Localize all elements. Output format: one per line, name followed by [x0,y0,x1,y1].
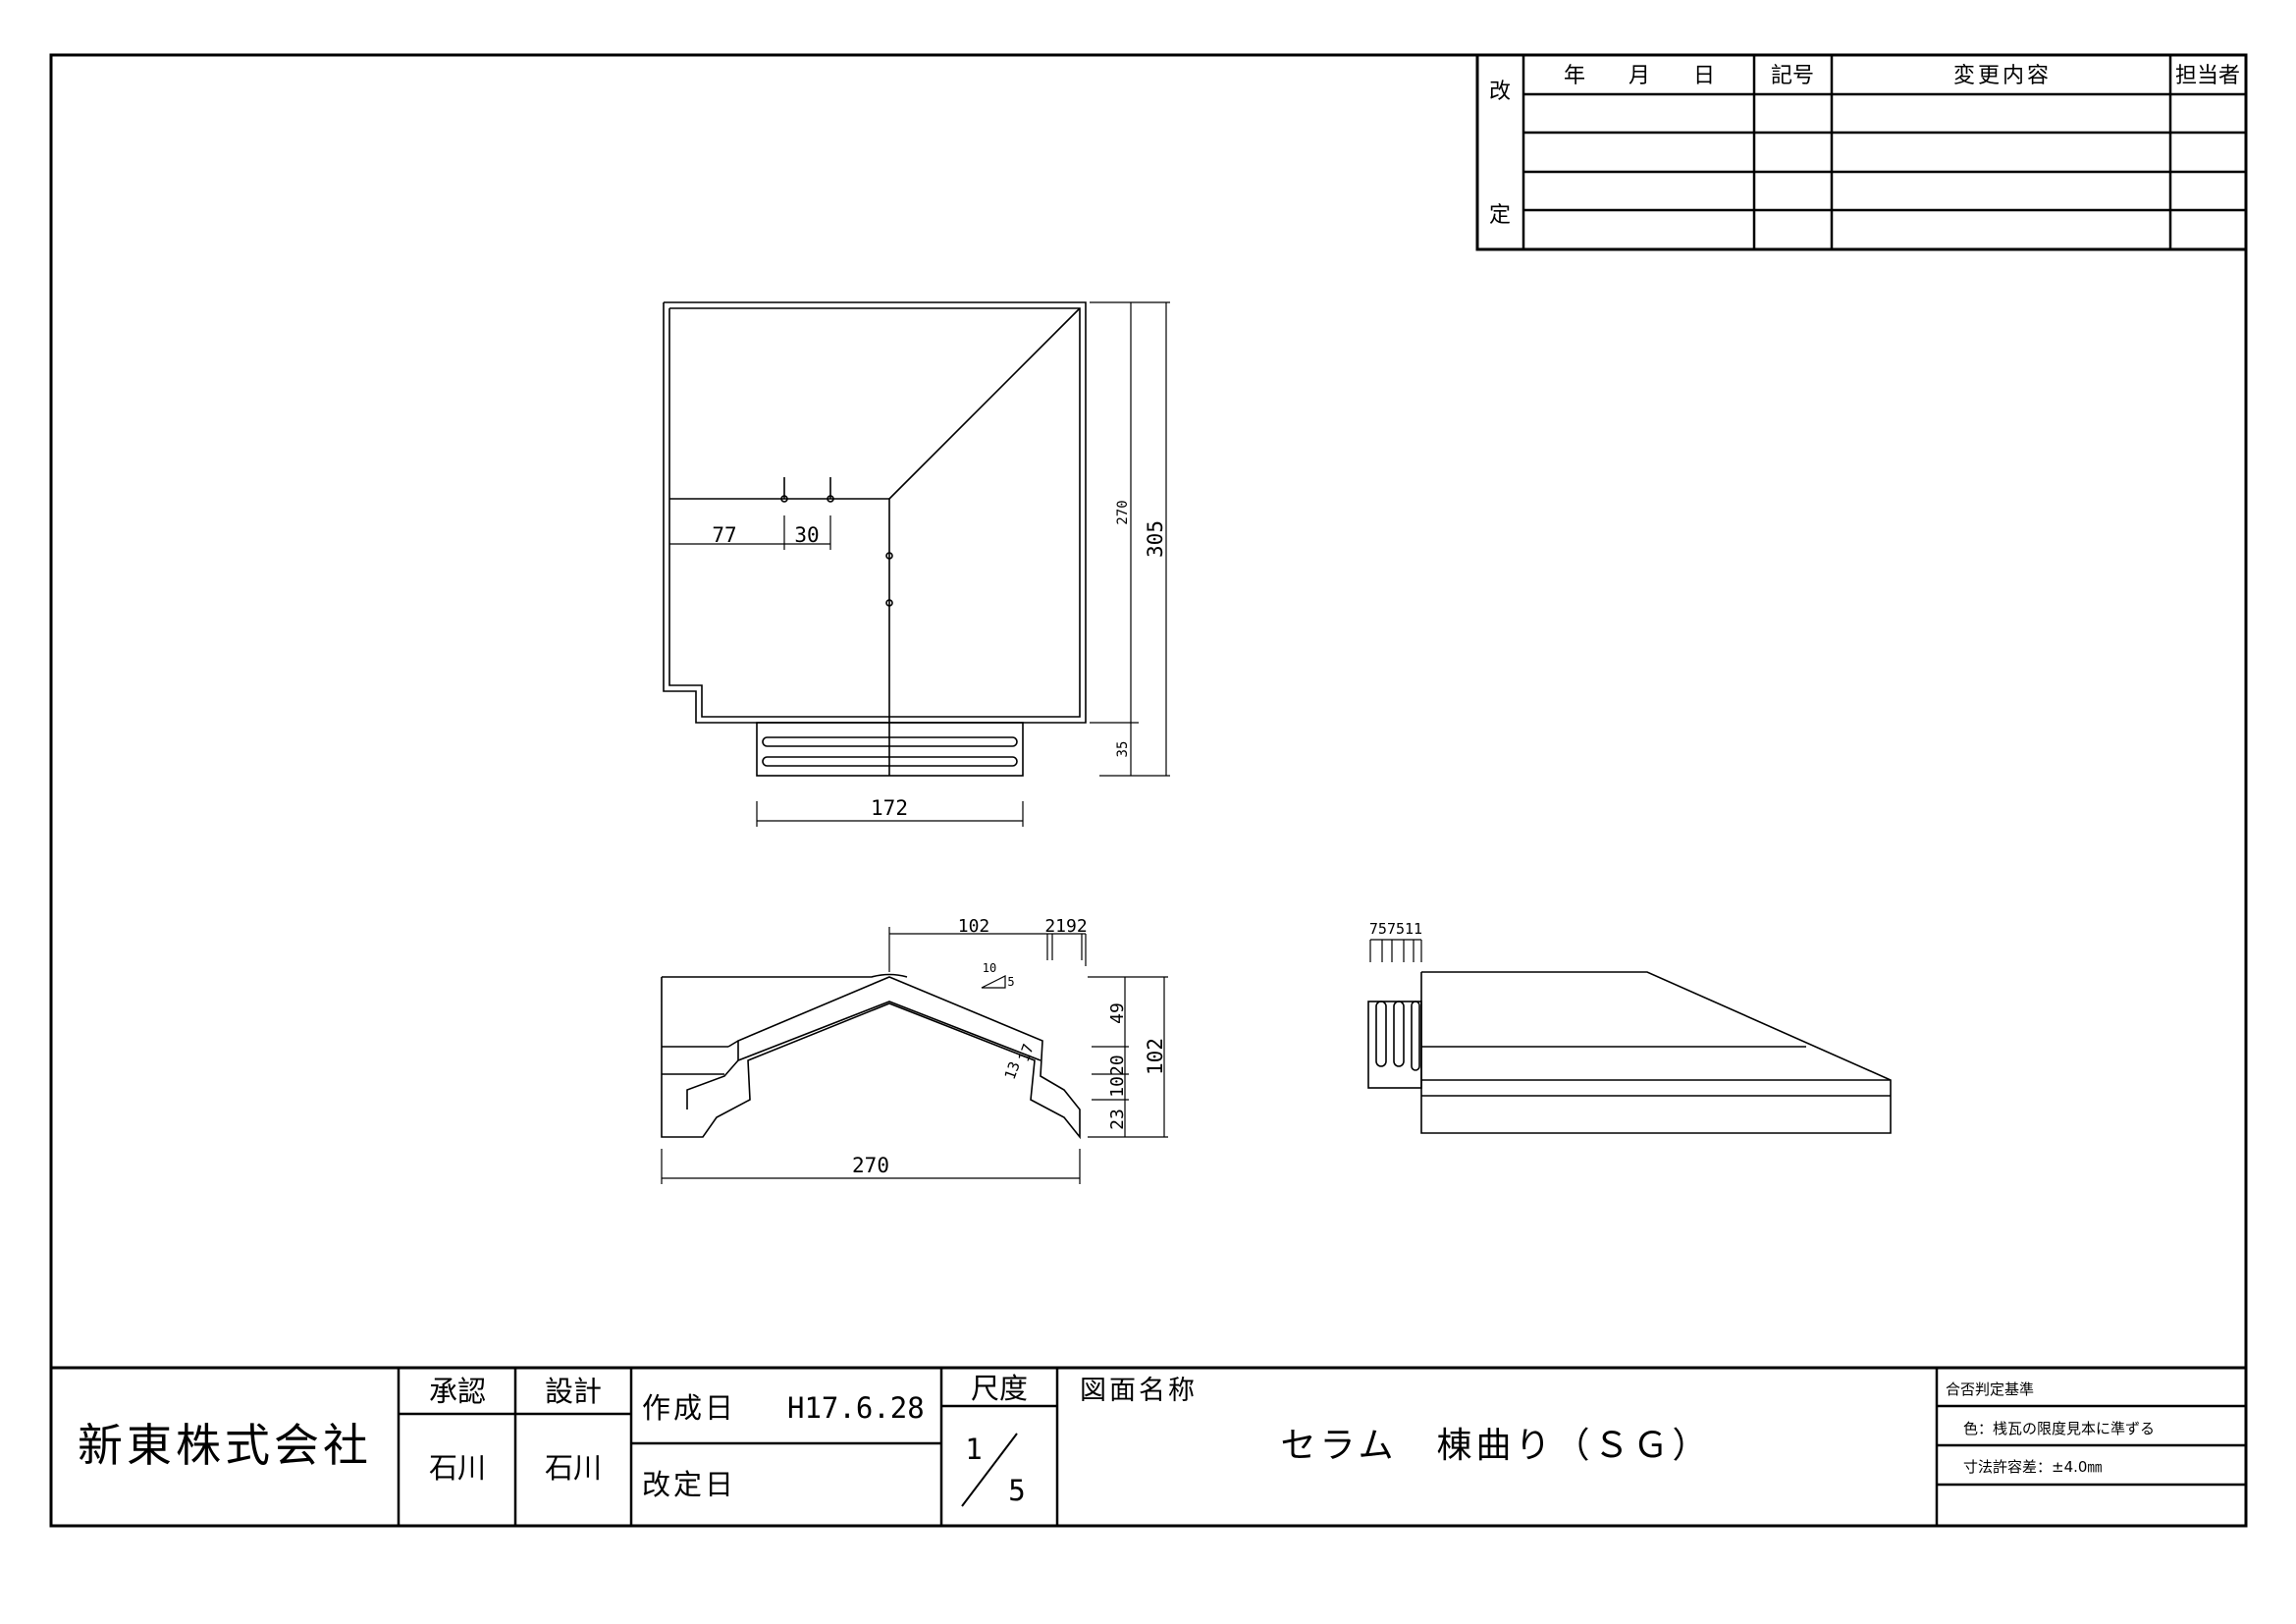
criteria-color: 色：桟瓦の限度見本に準ずる [1963,1420,2155,1437]
front-view [661,973,1081,1140]
design-label: 設計 [545,1375,602,1408]
dim-757511: 757511 [1369,920,1422,938]
dim-23: 23 [1107,1109,1128,1130]
dim-102-top: 102 [958,916,990,937]
dim-305: 305 [1144,520,1167,558]
side-view [1367,971,1892,1134]
revision-table [1475,53,2248,251]
company-name: 新東株式会社 [78,1419,372,1472]
dim-13: 13 [1001,1059,1024,1082]
dim-5: 5 [1007,975,1014,989]
dim-102-right: 102 [1144,1038,1167,1075]
dim-1020: 1020 [1107,1055,1128,1097]
created-label: 作成日 [642,1391,736,1425]
title-block [51,1366,2246,1526]
approval-name: 石川 [429,1451,486,1485]
dim-30: 30 [794,523,819,547]
dim-35: 35 [1115,741,1131,758]
dim-17: 17 [1015,1042,1038,1064]
plan-view [663,301,1087,777]
side-view-dimensions [1369,939,1422,962]
revision-side-bottom: 定 [1489,203,1511,228]
criteria-tolerance: 寸法許容差：±4.0㎜ [1963,1458,2102,1476]
plan-view-dimensions [669,301,1170,827]
dim-172: 172 [871,796,908,820]
revised-label: 改定日 [642,1468,736,1501]
revision-col-content: 変更内容 [1953,64,2052,88]
scale-numerator: 1 [965,1433,982,1466]
scale-label: 尺度 [971,1372,1028,1405]
approval-label: 承認 [429,1375,486,1408]
outer-frame [49,53,2248,1528]
revision-col-symbol: 記号 [1771,64,1814,88]
dim-2192: 2192 [1044,916,1087,937]
revision-side-top: 改 [1489,80,1511,104]
dim-77: 77 [712,523,736,547]
drawing-name: セラム 棟曲り（ＳＧ） [1281,1426,1712,1466]
dim-10: 10 [983,961,996,975]
revision-col-date: 年 月 日 [1564,64,1715,88]
revision-col-person: 担当者 [2175,64,2240,88]
design-name: 石川 [545,1451,602,1485]
created-date: H17.6.28 [787,1391,925,1425]
dim-270: 270 [852,1154,889,1177]
dim-270-small: 270 [1115,500,1131,524]
scale-denominator: 5 [1008,1474,1025,1507]
front-view-dimensions [661,927,1168,1184]
drawing-name-label: 図面名称 [1080,1376,1198,1406]
criteria-label: 合否判定基準 [1946,1380,2034,1398]
dim-49: 49 [1107,1002,1128,1024]
